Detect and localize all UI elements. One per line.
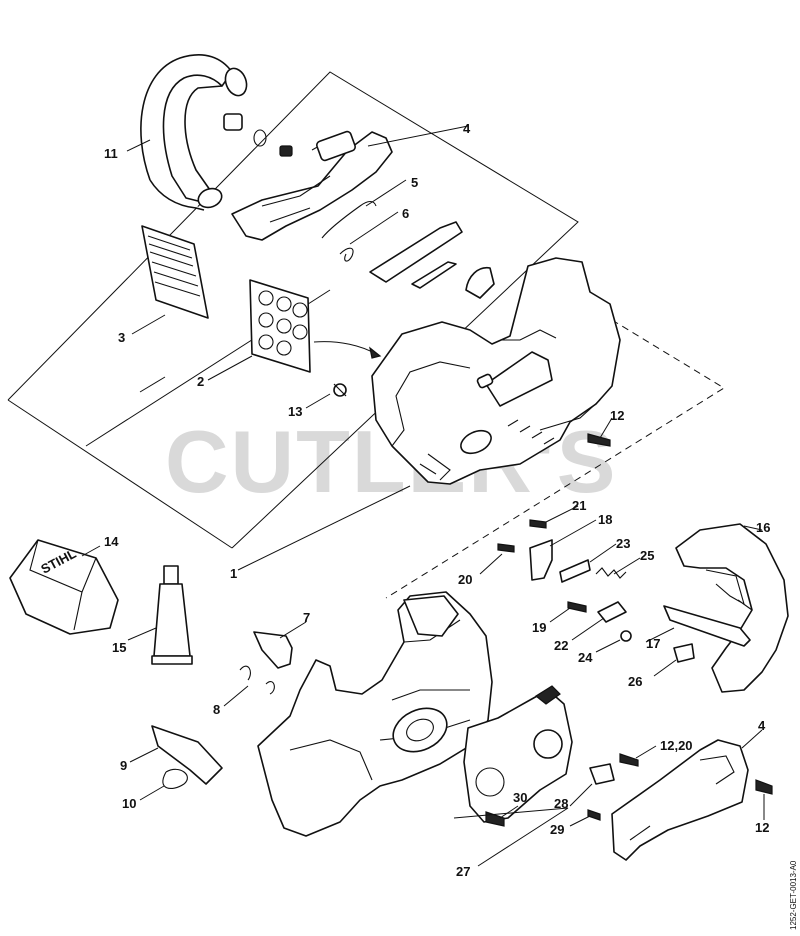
label-30: 30 xyxy=(513,790,527,805)
screws-right xyxy=(619,753,773,795)
warning-labels xyxy=(141,225,311,373)
main-housing xyxy=(371,257,621,485)
label-13: 13 xyxy=(288,404,302,419)
top-cover: STIHL xyxy=(9,539,119,635)
tensioner-plate xyxy=(463,685,573,823)
label-3: 3 xyxy=(118,330,125,345)
label-7: 7 xyxy=(303,610,310,625)
label-25: 25 xyxy=(640,548,654,563)
label-14: 14 xyxy=(104,534,119,549)
label-20: 20 xyxy=(458,572,472,587)
label-27: 27 xyxy=(456,864,470,879)
label-26: 26 xyxy=(628,674,642,689)
brake-hardware xyxy=(497,519,632,642)
label-arrow xyxy=(313,341,377,355)
handle-molding-bottom xyxy=(611,739,749,861)
label-19: 19 xyxy=(532,620,546,635)
handle-molding-top xyxy=(231,130,393,241)
label-28: 28 xyxy=(554,796,568,811)
hand-guard xyxy=(663,523,789,693)
label-22: 22 xyxy=(554,638,568,653)
label-9: 9 xyxy=(120,758,127,773)
crankcase-housing xyxy=(257,591,493,837)
label-10: 10 xyxy=(122,796,136,811)
label-29: 29 xyxy=(550,822,564,837)
label-6: 6 xyxy=(402,206,409,221)
part-labels: 11 4 5 6 3 2 13 12 1 14 15 7 8 9 10 20 2… xyxy=(104,121,770,879)
label-11: 11 xyxy=(104,146,118,161)
label-4-top: 4 xyxy=(463,121,471,136)
trigger-springs xyxy=(321,200,495,299)
drawing-code: 1252-GET-0013-A0 xyxy=(789,860,798,930)
screw-13 xyxy=(333,383,347,397)
label-18: 18 xyxy=(598,512,612,527)
label-23: 23 xyxy=(616,536,630,551)
label-1: 1 xyxy=(230,566,237,581)
grease-tube xyxy=(151,565,193,665)
label-8: 8 xyxy=(213,702,220,717)
label-16: 16 xyxy=(756,520,770,535)
small-parts-left xyxy=(151,631,293,790)
label-4-bottom: 4 xyxy=(758,718,766,733)
arrow-head xyxy=(369,346,382,359)
label-2: 2 xyxy=(197,374,204,389)
handle-sleeve-parts xyxy=(223,113,293,157)
loop-handle xyxy=(140,54,248,211)
leader-lines xyxy=(81,125,765,867)
label-24: 24 xyxy=(578,650,593,665)
screws-bottom xyxy=(485,763,615,827)
screw-12-top xyxy=(587,433,611,447)
label-12-20: 12,20 xyxy=(660,738,693,753)
label-12-bottom: 12 xyxy=(755,820,769,835)
label-12-top: 12 xyxy=(610,408,624,423)
label-21: 21 xyxy=(572,498,586,513)
label-5: 5 xyxy=(411,175,418,190)
label-17: 17 xyxy=(646,636,660,651)
label-15: 15 xyxy=(112,640,126,655)
